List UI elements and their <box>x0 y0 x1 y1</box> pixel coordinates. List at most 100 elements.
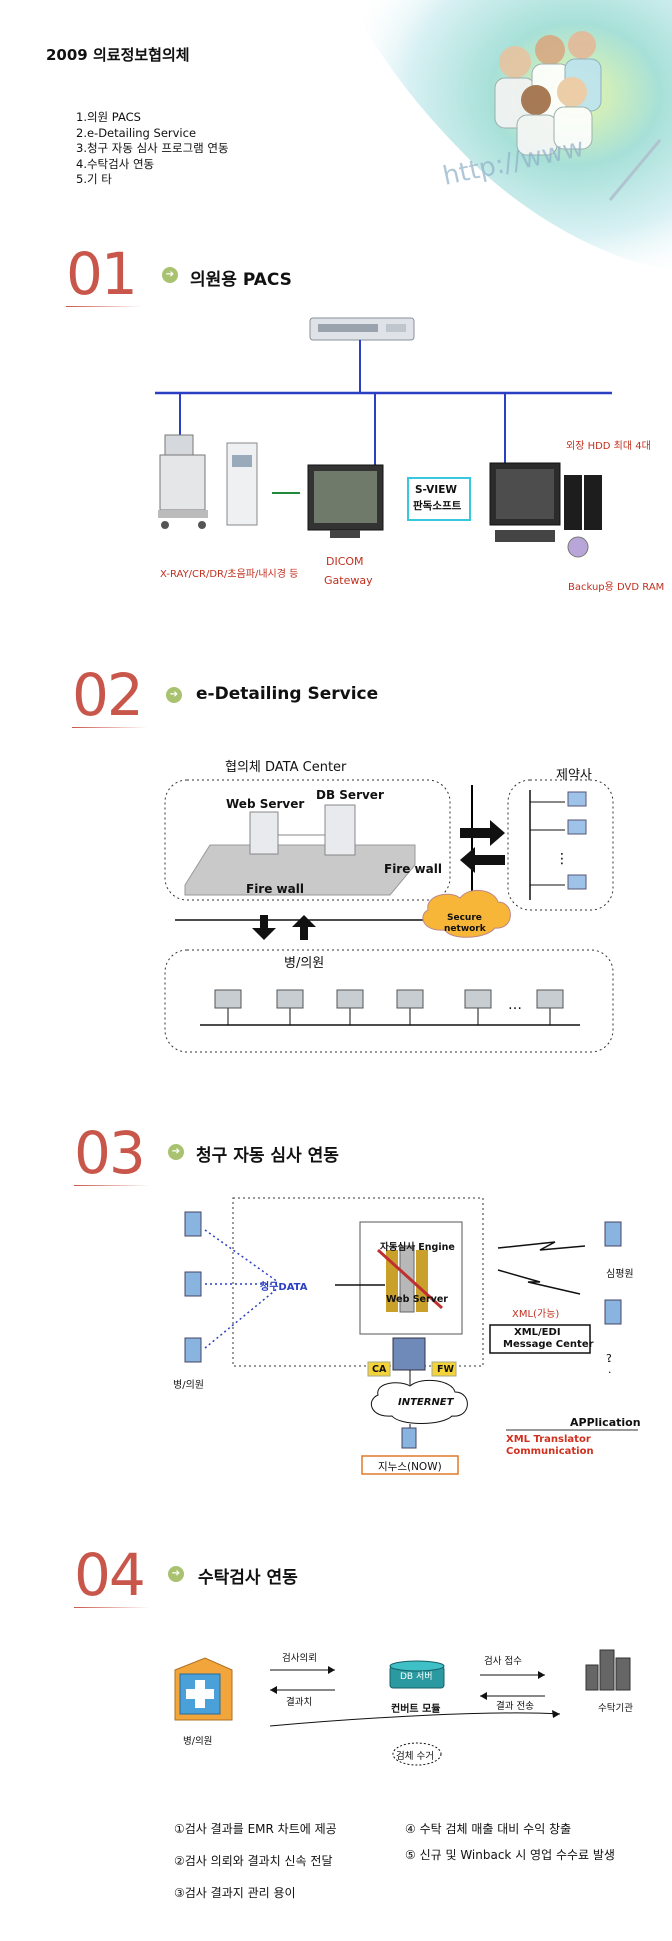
db-server-label: DB Server <box>316 788 384 802</box>
receive-label: 검사 접수 <box>484 1656 522 1667</box>
ca-label: CA <box>372 1364 387 1375</box>
modality-label: X-RAY/CR/DR/초음파/내시경 등 <box>160 569 299 580</box>
message-center-box <box>489 1324 591 1354</box>
jinus-pc-icon <box>401 1427 417 1449</box>
table-of-contents: 1.의원 PACS 2.e-Detailing Service 3.청구 자동 … <box>76 110 229 188</box>
ultrasound-machine-icon <box>158 434 208 529</box>
transfer-label: 결과 전송 <box>496 1701 534 1712</box>
engine-label: 자동심사 Engine <box>380 1242 455 1253</box>
section-number: 02 <box>72 661 148 729</box>
benefit-item: ②검사 의뢰와 결과치 신속 전달 <box>174 1854 333 1868</box>
data-center-label: 협의체 DATA Center <box>225 760 347 775</box>
communication-label: Communication <box>506 1446 594 1457</box>
db-label: DB 서버 <box>400 1672 433 1682</box>
jinus-box <box>361 1455 459 1475</box>
engine-server-icon <box>376 1245 444 1313</box>
section-number: 01 <box>66 240 142 308</box>
review-pc-icon <box>604 1221 622 1325</box>
section-title: 수탁검사 연동 <box>198 1568 298 1588</box>
clinic-label: 병/의원 <box>173 1380 204 1391</box>
sview-label: 판독소프트 <box>413 500 462 512</box>
firewall-icon <box>392 1337 426 1371</box>
clinic-pc-icon <box>184 1211 202 1363</box>
up-arrow-icon <box>292 915 316 940</box>
dicom-label: DICOM <box>326 555 364 568</box>
pharma-pc-icon <box>567 791 587 890</box>
toc-item: 5.기 타 <box>76 172 112 186</box>
header-banner: http://www <box>350 0 672 270</box>
section-number: 04 <box>74 1541 150 1609</box>
left-arrow-icon <box>460 847 505 873</box>
ellipsis: ⋮ <box>555 851 569 867</box>
toc-item: 4.수탁검사 연동 <box>76 156 155 171</box>
hdd-label: 외장 HDD 최대 4대 <box>566 441 651 452</box>
gateway-label: Gateway <box>324 574 373 587</box>
ellipsis: · <box>608 1366 612 1379</box>
clinic-label: 병/의원 <box>284 956 325 971</box>
sview-box <box>407 477 471 521</box>
web-server-label: Web Server <box>386 1294 448 1305</box>
clinic-pc-icon <box>214 989 564 1009</box>
hospital-icon <box>174 1657 233 1721</box>
edetailing-diagram: ⋮ <box>164 779 614 1053</box>
outsource-label: 수탁기관 <box>598 1703 633 1714</box>
review-agency-label: 심평원 <box>606 1269 634 1280</box>
fw-label: FW <box>437 1364 454 1375</box>
section-title: 의원용 PACS <box>190 270 292 290</box>
request-label: 검사의뢰 <box>282 1653 317 1664</box>
backup-label: Backup용 DVD RAM <box>568 582 665 593</box>
benefit-item: ④ 수탁 검체 매출 대비 수익 창출 <box>405 1822 572 1836</box>
pacs-diagram <box>155 317 612 558</box>
section-title: e-Detailing Service <box>196 684 379 704</box>
section-number: 03 <box>74 1119 150 1187</box>
jinus-label: 지누스(NOW) <box>378 1461 442 1473</box>
ellipsis: … <box>508 997 522 1013</box>
xml-label: XML(가능) <box>512 1309 560 1320</box>
pharma-label: 제약사 <box>556 768 592 783</box>
claim-data-label: 청구DATA <box>260 1282 308 1293</box>
xml-translator-label: XML Translator <box>506 1434 591 1445</box>
toc-item: 1.의원 PACS <box>76 110 141 124</box>
lab-diagram <box>174 1649 631 1766</box>
ellipsis: · <box>608 1355 612 1368</box>
right-arrow-icon <box>460 820 505 846</box>
down-arrow-icon <box>252 915 276 940</box>
application-label: APPlication <box>570 1416 641 1429</box>
arrow-bullet-icon: ➔ <box>162 267 178 283</box>
gateway-monitor-icon <box>307 464 384 538</box>
claim-review-diagram: · · <box>184 1197 638 1475</box>
firewall-label: Fire wall <box>384 862 442 876</box>
message-center-label: Message Center <box>503 1339 594 1350</box>
firewall-label: Fire wall <box>246 882 304 896</box>
clinic-label: 병/의원 <box>183 1736 213 1747</box>
section-title: 청구 자동 심사 연동 <box>196 1146 339 1166</box>
convert-module-label: 컨버트 모듈 <box>391 1704 441 1715</box>
collect-bubble <box>392 1742 442 1766</box>
workstation-icon <box>489 462 602 558</box>
db-server-icon <box>324 804 356 856</box>
toc-item: 2.e-Detailing Service <box>76 125 197 140</box>
internet-cloud <box>370 1379 468 1424</box>
page-title: 2009 의료정보협의체 <box>46 46 190 64</box>
secure-network-label: network <box>444 924 486 934</box>
sview-label: S-VIEW <box>415 484 457 496</box>
web-server-icon <box>249 811 279 855</box>
network-switch-icon <box>309 317 415 341</box>
question-mark: ? <box>606 1352 612 1365</box>
outsource-building-icon <box>585 1649 631 1691</box>
arrow-bullet-icon: ➔ <box>168 1566 184 1582</box>
benefit-item: ③검사 결과지 관리 용이 <box>174 1886 296 1900</box>
message-center-label: XML/EDI <box>514 1327 561 1338</box>
benefit-item: ①검사 결과를 EMR 차트에 제공 <box>174 1822 337 1836</box>
cr-reader-icon <box>226 442 258 526</box>
db-server-icon <box>389 1660 445 1689</box>
internet-label: INTERNET <box>398 1397 454 1408</box>
collect-label: 검체 수거 <box>396 1751 434 1762</box>
benefit-item: ⑤ 신규 및 Winback 시 영업 수수료 발생 <box>405 1848 615 1862</box>
web-server-label: Web Server <box>226 797 305 811</box>
arrow-bullet-icon: ➔ <box>166 687 182 703</box>
result-label: 결과치 <box>286 1697 313 1708</box>
toc-item: 3.청구 자동 심사 프로그램 연동 <box>76 141 229 155</box>
secure-network-cloud <box>422 889 511 938</box>
arrow-bullet-icon: ➔ <box>168 1144 184 1160</box>
